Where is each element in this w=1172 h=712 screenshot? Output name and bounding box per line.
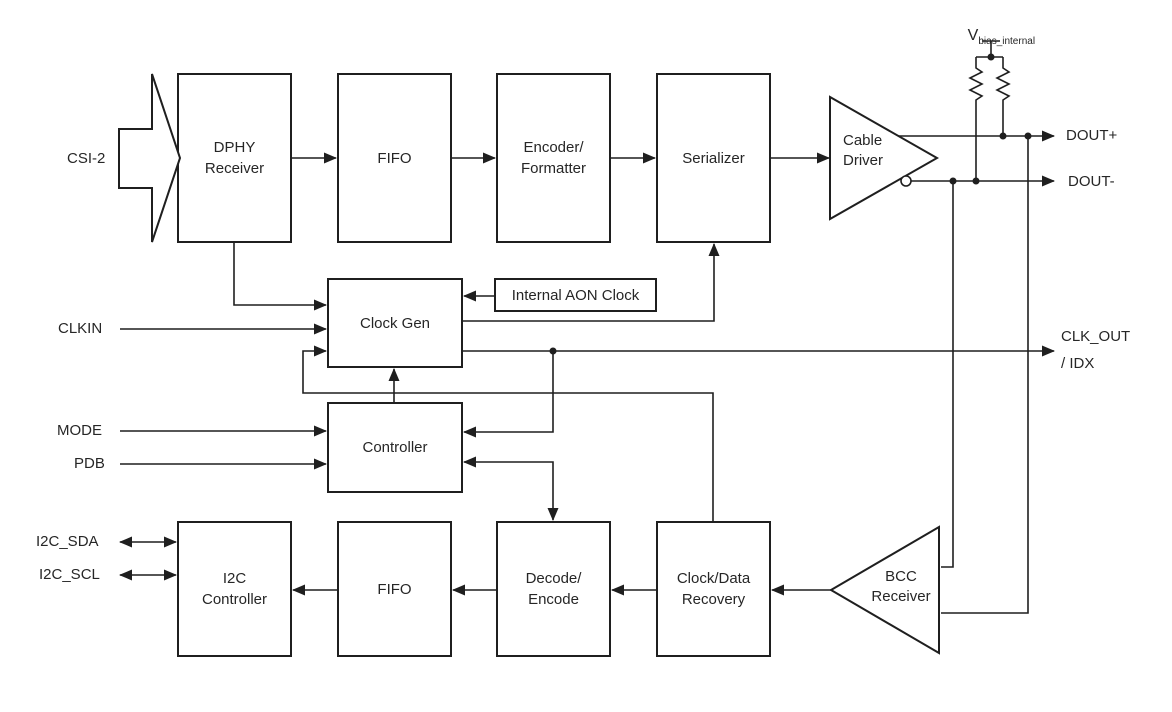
block-label: Encoder/ Formatter (520, 139, 586, 177)
pin-label-i2c-sda: I2C_SDA (36, 533, 99, 550)
block-fifo-bottom: FIFO (337, 521, 452, 657)
vbias-subscript: bias_internal (978, 36, 1036, 47)
resistor-right (995, 57, 1011, 136)
block-label: FIFO (377, 580, 412, 598)
block-internal-aon-clock: Internal AON Clock (494, 278, 657, 312)
vbias-symbol: V (967, 27, 979, 44)
wire-controller-decode (463, 456, 559, 521)
pin-label-i2c-scl: I2C_SCL (39, 566, 100, 583)
pin-label-pdb: PDB (74, 455, 105, 472)
pin-label-vbias-internal: Vbias_internal (951, 12, 1035, 66)
pin-label-dout-minus: DOUT- (1068, 173, 1115, 190)
pin-label-mode: MODE (57, 422, 102, 439)
block-label: I2C Controller (201, 570, 268, 608)
block-i2c-controller: I2C Controller (177, 521, 292, 657)
wire-doutminus-to-bcc (941, 181, 954, 568)
pin-label-csi2: CSI-2 (67, 150, 106, 167)
block-clock-gen: Clock Gen (327, 278, 463, 368)
block-encoder-formatter: Encoder/ Formatter (496, 73, 611, 243)
block-fifo-top: FIFO (337, 73, 452, 243)
block-serializer: Serializer (656, 73, 771, 243)
pin-label-clkin: CLKIN (58, 320, 103, 337)
block-label: Controller (362, 439, 428, 456)
block-label: Internal AON Clock (511, 286, 640, 304)
wire-dphy-to-clockgen (233, 243, 327, 311)
wire-doutplus-to-bcc (941, 136, 1029, 614)
block-label: Decode/ Encode (525, 570, 582, 608)
wire-clockgen-to-controller (463, 351, 554, 438)
block-label: Serializer (682, 149, 745, 167)
resistor-left (968, 57, 984, 181)
cable-driver-label: Cable Driver (843, 132, 883, 169)
pin-label-dout-plus: DOUT+ (1066, 127, 1118, 144)
block-label: DPHY Receiver (204, 139, 265, 177)
pin-label-clk-out: CLK_OUT (1061, 328, 1131, 345)
pin-label-clk-out-alt: / IDX (1061, 355, 1095, 372)
csi2-block-arrow (118, 73, 182, 243)
block-clock-data-recovery: Clock/Data Recovery (656, 521, 771, 657)
block-label: FIFO (377, 149, 412, 167)
block-label: Clock Gen (359, 314, 431, 332)
inverting-output-bubble (900, 175, 912, 187)
block-controller: Controller (327, 402, 463, 493)
block-label: Clock/Data Recovery (676, 570, 751, 608)
block-dphy-receiver: DPHY Receiver (177, 73, 292, 243)
block-decode-encode: Decode/ Encode (496, 521, 611, 657)
bcc-receiver-label: BCC Receiver (871, 568, 931, 605)
